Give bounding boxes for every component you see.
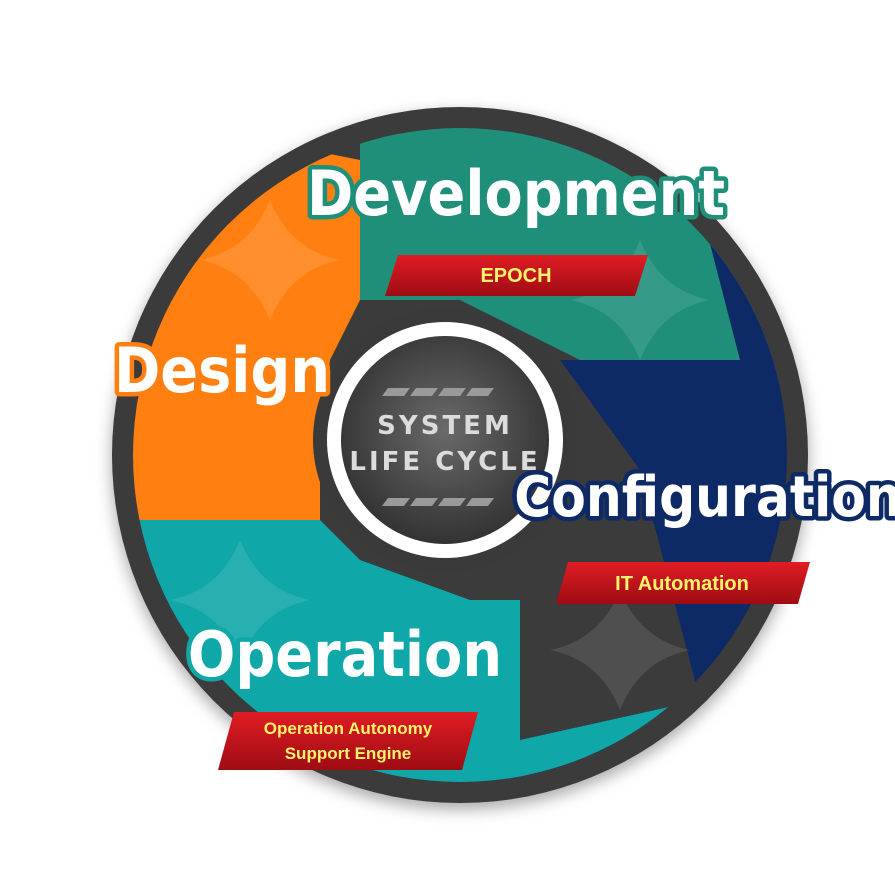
operation-tag-banner	[218, 712, 478, 770]
configuration-title: Configuration	[514, 465, 895, 530]
hub-title-line2: LIFE CYCLE	[349, 447, 540, 477]
sparkle-decoration	[170, 540, 310, 660]
operation-tag-line2: Support Engine	[285, 744, 412, 763]
configuration-tag-banner	[556, 562, 810, 604]
operation-tag-line1: Operation Autonomy	[264, 719, 433, 738]
design-title: Design	[114, 334, 330, 407]
hub-stripes-bottom	[382, 498, 494, 506]
sparkle-decoration	[200, 200, 340, 320]
sparkle-decoration	[570, 240, 710, 360]
hub-stripes-top	[382, 388, 494, 396]
operation-title: Operation	[188, 618, 502, 691]
development-tag: EPOCH	[480, 265, 551, 287]
sparkle-decoration	[550, 590, 690, 710]
hub-title-line1: SYSTEM	[377, 411, 513, 441]
development-tag-banner	[385, 255, 648, 296]
configuration-tag: IT Automation	[615, 573, 749, 595]
development-title: Development	[307, 157, 725, 230]
